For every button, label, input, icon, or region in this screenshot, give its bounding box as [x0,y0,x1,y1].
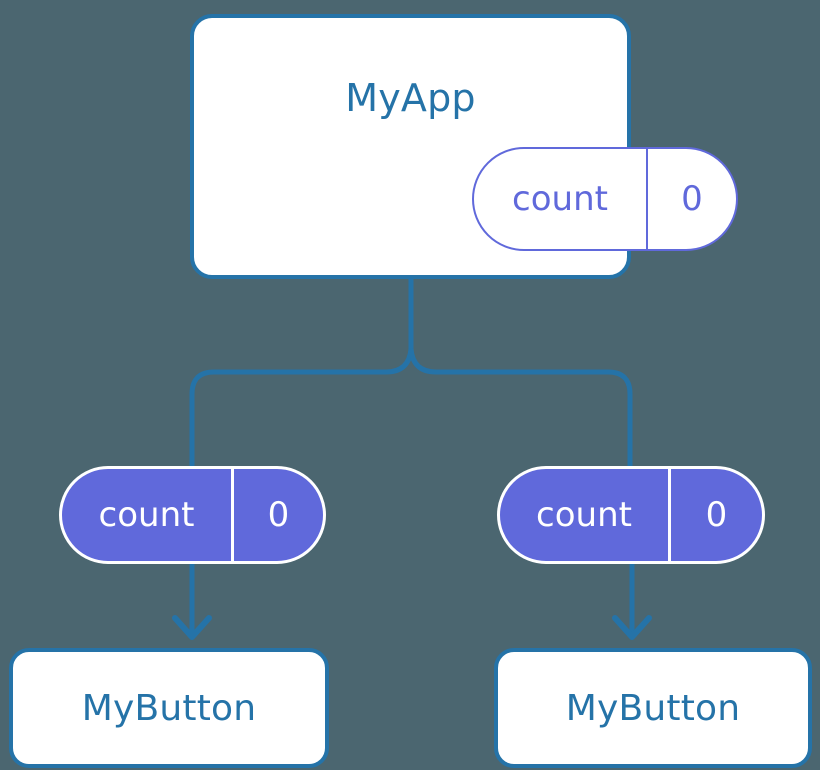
component-title-mybutton-right: MyButton [565,688,741,729]
arrow-head-left-icon [172,615,212,640]
connector-branch-right [408,348,633,466]
state-value-left: 0 [267,495,290,535]
component-node-myapp[interactable]: MyApp count 0 [190,14,738,279]
state-key-left: count [62,469,234,561]
connector-branch-left [189,348,414,466]
state-pill-right[interactable]: count 0 [497,466,765,564]
arrow-head-right-icon [612,615,652,640]
state-value-myapp: 0 [681,179,703,219]
component-title-myapp: MyApp [345,76,476,120]
component-title-mybutton-left: MyButton [81,688,257,729]
component-node-mybutton-right[interactable]: MyButton [494,648,812,768]
state-value-right: 0 [705,495,728,535]
component-node-mybutton-left[interactable]: MyButton [9,648,329,768]
state-key-right: count [500,469,671,561]
state-pill-left[interactable]: count 0 [59,466,326,564]
state-key-myapp: count [474,149,648,249]
state-pill-myapp[interactable]: count 0 [472,147,738,251]
